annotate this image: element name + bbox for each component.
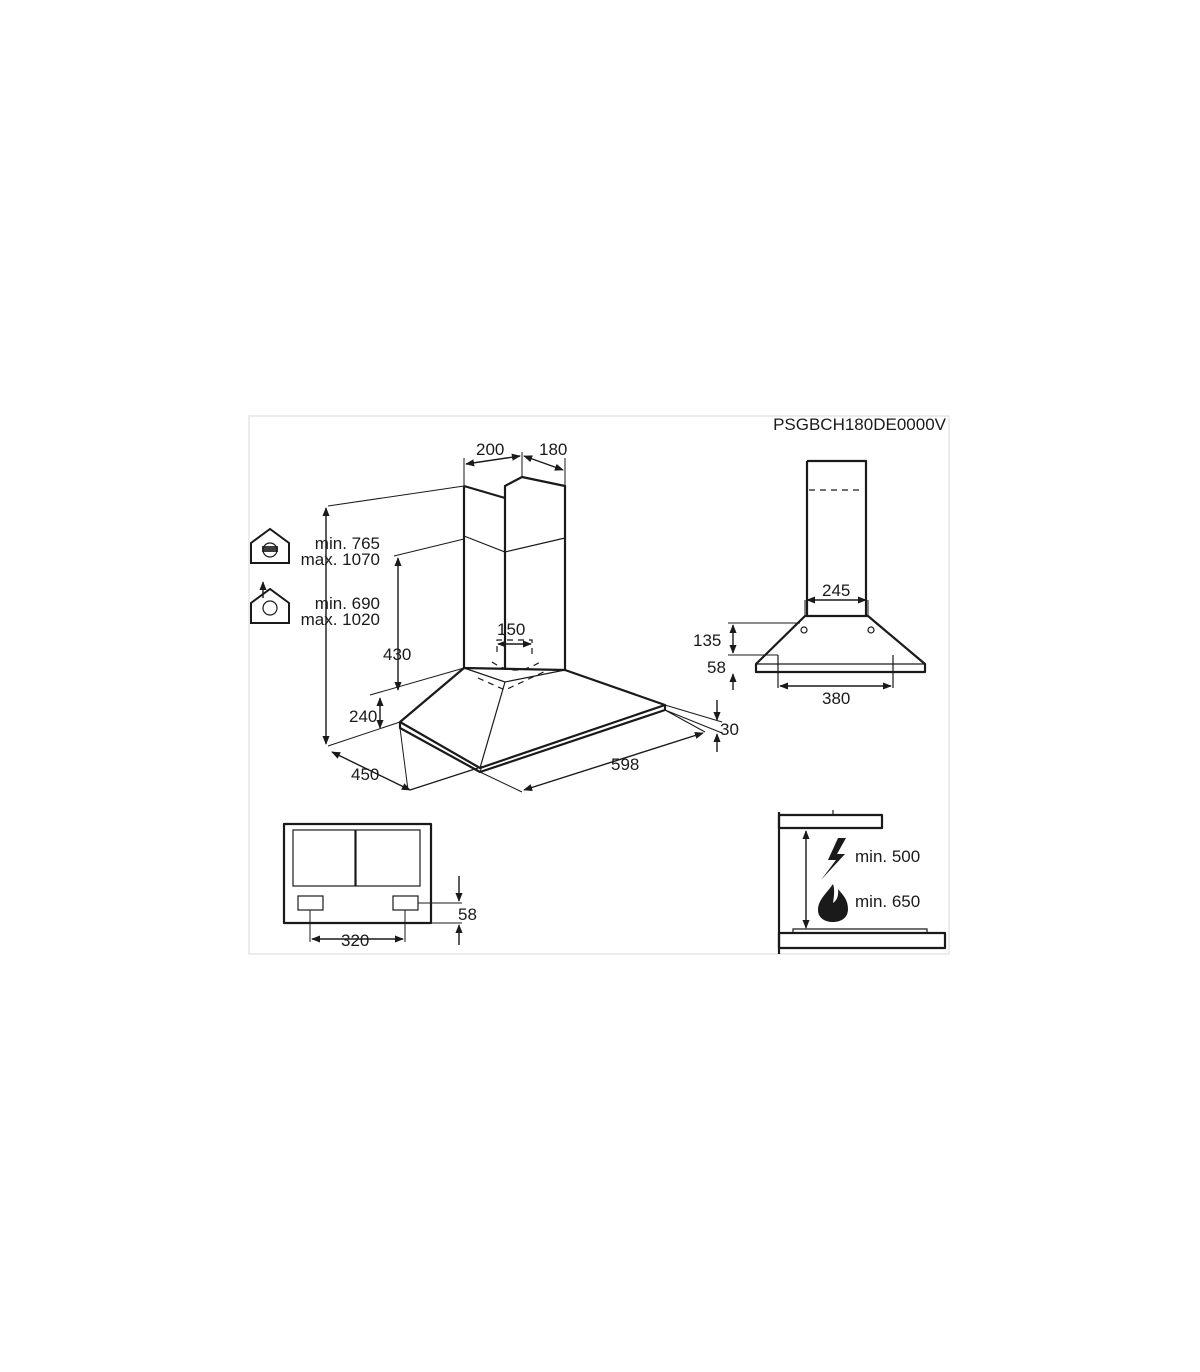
label-depth: 450 (351, 765, 379, 784)
label-width: 598 (611, 755, 639, 774)
model-code: PSGBCH180DE0000V (773, 415, 947, 434)
install-hood (777, 813, 884, 830)
bottom-view: 58 320 (282, 822, 477, 950)
label-extraction-max: max. 1070 (301, 550, 380, 569)
install-hob (777, 931, 947, 950)
canopy-outline (398, 666, 667, 770)
label-chimney-depth: 180 (539, 440, 567, 459)
lamp-right (392, 895, 419, 911)
label-min-gas: min. 650 (855, 892, 920, 911)
label-filter-spacing: 320 (341, 931, 369, 950)
lamp-left (297, 895, 324, 911)
label-canopy-height: 240 (349, 707, 377, 726)
side-chimney (805, 459, 868, 616)
drawing-frame (248, 415, 950, 955)
height-range-block: min. 765 max. 1070 min. 690 max. 1020 (250, 527, 380, 629)
label-bottom-offset: 58 (707, 658, 726, 677)
house-recirculation-icon (250, 581, 290, 624)
filter-right (355, 829, 421, 887)
label-recirculation-max: max. 1020 (301, 610, 380, 629)
label-bracket-height: 135 (693, 631, 721, 650)
install-view: min. 500 min. 650 (777, 810, 947, 954)
house-extraction-icon (250, 527, 290, 564)
dim-line-width-200 (465, 453, 521, 467)
label-base-width: 380 (822, 689, 850, 708)
bottom-outer (282, 822, 433, 925)
label-lower-height: 430 (383, 645, 411, 664)
dim-line-depth-180 (523, 455, 564, 471)
chimney-outline (462, 475, 567, 670)
label-front-height: 30 (720, 720, 739, 739)
label-bracket-width: 245 (822, 581, 850, 600)
label-filter-offset: 58 (458, 905, 477, 924)
label-chimney-width: 200 (476, 440, 504, 459)
dim-line-depth-450 (331, 751, 411, 791)
chimney-joint (463, 535, 566, 553)
dim-line-width-598 (523, 732, 704, 791)
outlet-hidden-lines (477, 639, 549, 691)
lightning-icon (821, 838, 846, 880)
filter-left (292, 829, 356, 887)
label-extraction-min: min. 765 (315, 534, 380, 553)
main-dimensions: 200 180 150 430 240 30 450 598 (322, 440, 739, 793)
label-recirculation-min: min. 690 (315, 594, 380, 613)
side-view: 245 135 58 380 (693, 459, 927, 708)
label-min-electric: min. 500 (855, 847, 920, 866)
hood-isometric-view (398, 475, 667, 774)
flame-icon (818, 884, 848, 922)
label-outlet-diameter: 150 (497, 620, 525, 639)
canopy-crease (463, 667, 566, 769)
